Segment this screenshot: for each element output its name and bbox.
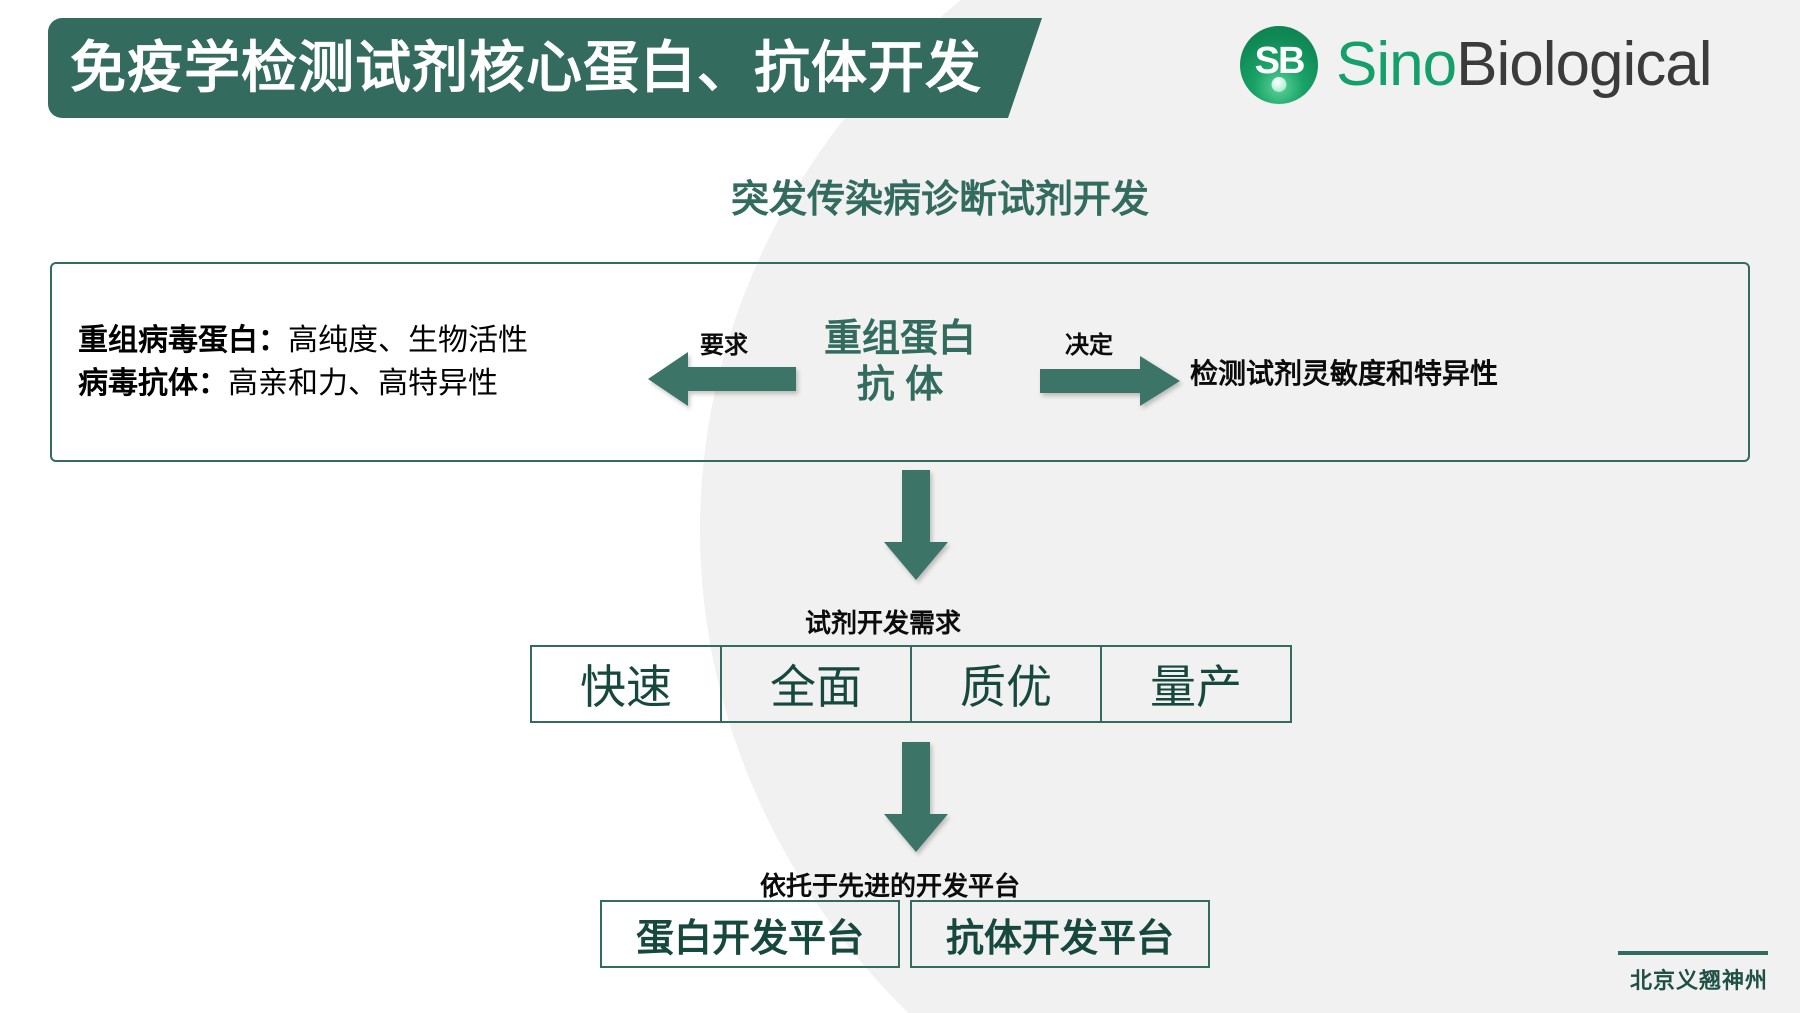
requirement-line-1: 重组病毒蛋白：高纯度、生物活性 xyxy=(78,320,528,363)
center-terms: 重组蛋白 抗 体 xyxy=(800,316,1000,409)
footer-text: 北京义翘神州 xyxy=(1629,968,1768,993)
demand-cell[interactable]: 快速 xyxy=(530,645,722,723)
right-arrow-label: 决定 xyxy=(1065,332,1113,359)
requirement-1-value: 高纯度、生物活性 xyxy=(288,324,528,357)
demand-box-row: 快速 全面 质优 量产 xyxy=(530,645,1292,723)
center-term-2: 抗 体 xyxy=(856,364,944,407)
down-arrow-1-icon xyxy=(884,470,948,585)
title-plate: 免疫学检测试剂核心蛋白、抗体开发 xyxy=(48,18,1008,118)
sb-badge-text: SB xyxy=(1254,40,1306,82)
brand-wordmark: SinoBiological xyxy=(1336,34,1712,96)
left-arrow-icon xyxy=(648,352,796,411)
requirements-text: 重组病毒蛋白：高纯度、生物活性 病毒抗体：高亲和力、高特异性 xyxy=(78,320,528,405)
right-arrow-icon xyxy=(1040,356,1180,411)
demand-caption: 试剂开发需求 xyxy=(805,608,962,638)
requirement-2-value: 高亲和力、高特异性 xyxy=(228,366,498,400)
requirement-1-label: 重组病毒蛋白： xyxy=(78,324,288,357)
sb-badge-icon: SB xyxy=(1240,26,1318,104)
title-plate-tail-icon xyxy=(1008,18,1042,118)
outcome-text: 检测试剂灵敏度和特异性 xyxy=(1190,358,1499,389)
demand-cell[interactable]: 量产 xyxy=(1100,645,1292,723)
requirement-2-label: 病毒抗体： xyxy=(78,366,228,400)
platform-cell[interactable]: 蛋白开发平台 xyxy=(600,900,900,968)
slide-subtitle: 突发传染病诊断试剂开发 xyxy=(730,179,1149,221)
down-arrow-2-icon xyxy=(884,742,948,857)
footer-divider xyxy=(1618,951,1768,955)
platform-caption: 依托于先进的开发平台 xyxy=(760,871,1021,901)
platform-cell[interactable]: 抗体开发平台 xyxy=(910,900,1210,968)
main-content-box xyxy=(50,262,1750,462)
brand-name-biological: Biological xyxy=(1456,30,1712,99)
sb-badge-dot-icon xyxy=(1271,77,1287,92)
center-term-1: 重组蛋白 xyxy=(823,318,976,360)
requirement-line-2: 病毒抗体：高亲和力、高特异性 xyxy=(78,363,528,406)
left-arrow-label: 要求 xyxy=(700,332,748,359)
header-bar: 免疫学检测试剂核心蛋白、抗体开发 xyxy=(48,18,1042,118)
platform-box-row: 蛋白开发平台 抗体开发平台 xyxy=(600,900,1210,968)
brand-logo: SB SinoBiological xyxy=(1240,26,1712,104)
demand-cell[interactable]: 全面 xyxy=(720,645,912,723)
page-title: 免疫学检测试剂核心蛋白、抗体开发 xyxy=(70,36,982,99)
footer: 北京义翘神州 xyxy=(1618,951,1768,995)
demand-cell[interactable]: 质优 xyxy=(910,645,1102,723)
brand-name-sino: Sino xyxy=(1336,30,1457,99)
